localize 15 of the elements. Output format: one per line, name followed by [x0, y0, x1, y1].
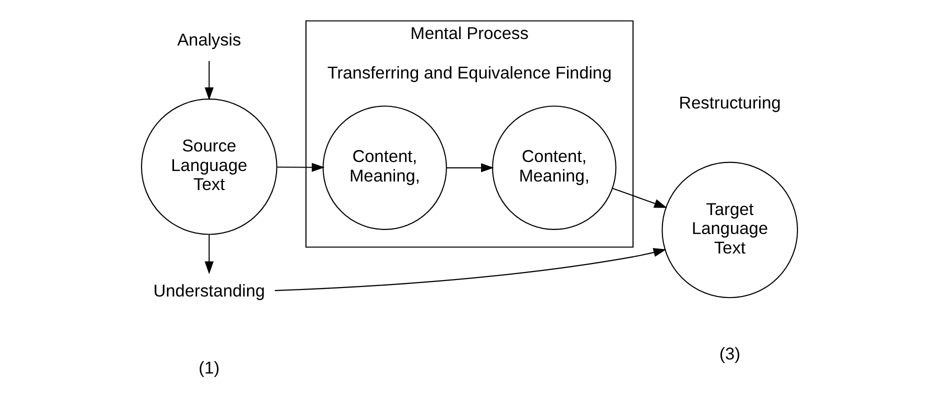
- node-circle: Target Language Text: [661, 162, 798, 298]
- label: (1): [198, 357, 220, 378]
- label: Restructuring: [678, 92, 780, 113]
- arrow: [204, 234, 214, 274]
- node-circle: Source Language Text: [140, 98, 277, 235]
- node-circle: Content, Meaning,: [322, 106, 446, 230]
- arrow: [274, 248, 666, 292]
- label: (3): [718, 344, 740, 364]
- arrow: [612, 188, 667, 208]
- node-text: Analysis: [176, 29, 241, 50]
- arrow: [204, 60, 214, 100]
- arrow: [446, 163, 494, 172]
- node-circle: Content, Meaning,: [492, 106, 616, 230]
- arrow: [276, 162, 324, 172]
- node-text: Understanding: [152, 280, 264, 300]
